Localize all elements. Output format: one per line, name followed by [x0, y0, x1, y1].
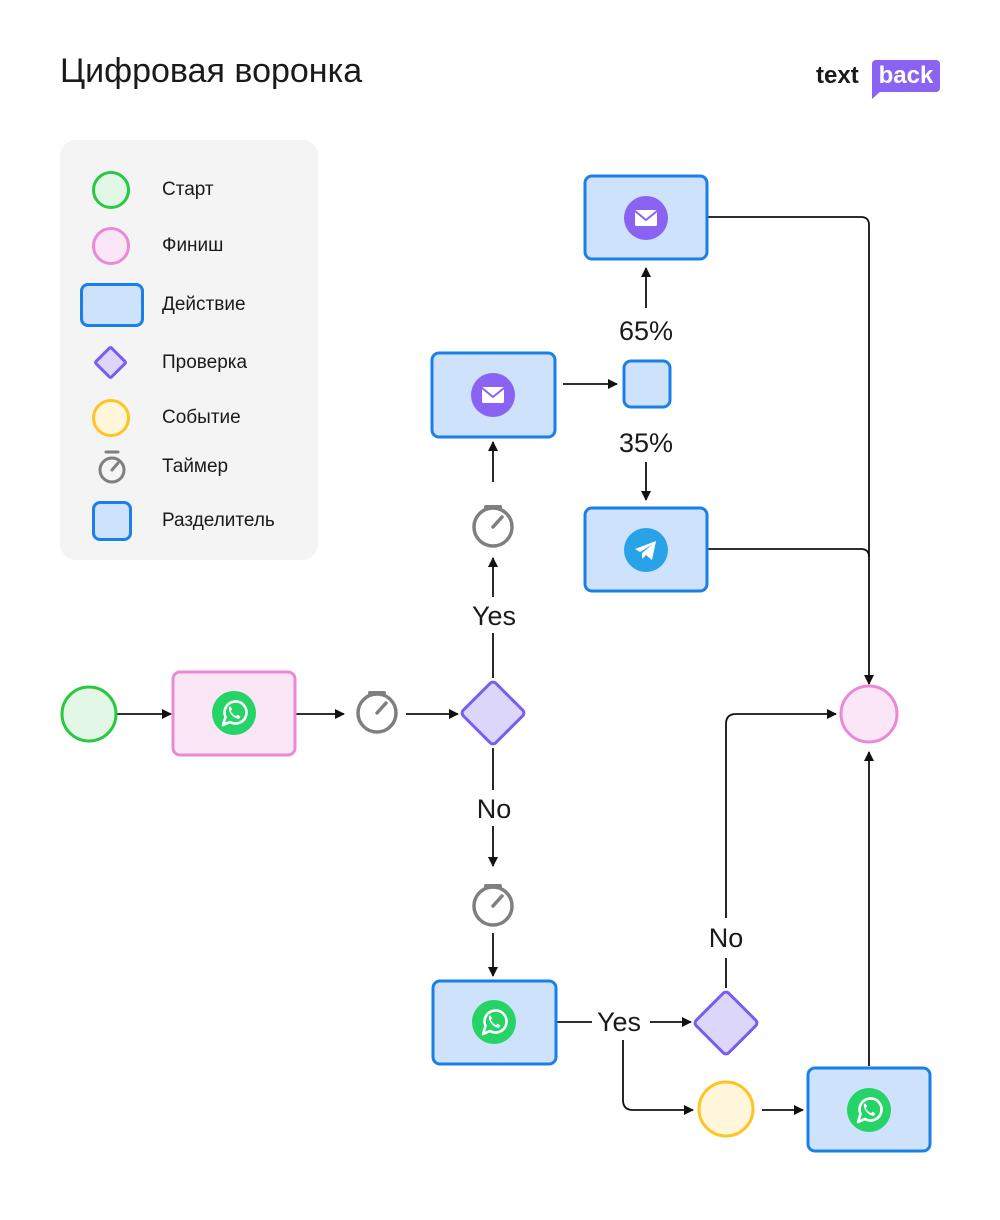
- legend-label: Разделитель: [162, 510, 275, 531]
- whatsapp-icon: [210, 689, 258, 737]
- timer-icon: [472, 884, 514, 927]
- email-icon: [470, 372, 516, 418]
- legend-item-start: Старт: [60, 170, 318, 210]
- finish-node: [839, 684, 899, 744]
- connector: [708, 548, 870, 558]
- logo-text: text: [816, 62, 859, 89]
- no-label: No: [477, 794, 512, 824]
- action-box-swatch: [80, 283, 144, 327]
- event-circle-swatch: [92, 399, 130, 437]
- split-percent-label: 65%: [619, 316, 673, 346]
- connectors: [117, 216, 874, 1115]
- legend-item-finish: Финиш: [60, 226, 318, 266]
- logo-accent-tail: [872, 90, 882, 99]
- legend-label: Финиш: [162, 235, 224, 256]
- connector: [622, 1040, 694, 1115]
- splitter-node: [622, 359, 672, 409]
- timer-icon: [356, 691, 398, 734]
- yes-label: Yes: [472, 601, 516, 631]
- legend-item-check: Проверка: [60, 343, 318, 383]
- email-icon: [623, 195, 669, 241]
- check-node-lower: [693, 990, 759, 1056]
- event-node: [697, 1080, 755, 1138]
- yes-label: Yes: [597, 1007, 641, 1037]
- page-title: Цифровая воронка: [60, 52, 363, 90]
- timer-icon: [472, 505, 514, 548]
- legend-label: Старт: [162, 179, 214, 200]
- timer-icon: [98, 450, 126, 484]
- check-node-upper: [460, 680, 526, 746]
- connector: [725, 709, 837, 918]
- telegram-icon: [624, 528, 668, 572]
- split-percent-label: 35%: [619, 428, 673, 458]
- connector: [708, 216, 874, 685]
- legend-label: Проверка: [162, 352, 248, 373]
- logo-accent: back: [872, 60, 940, 92]
- legend-item-event: Событие: [60, 398, 318, 438]
- whatsapp-icon: [845, 1086, 893, 1134]
- legend: Старт Финиш Действие Проверка Событие Та…: [60, 140, 318, 560]
- finish-circle-swatch: [92, 227, 130, 265]
- legend-label: Событие: [162, 407, 241, 428]
- legend-item-splitter: Разделитель: [60, 501, 318, 541]
- whatsapp-icon: [470, 998, 518, 1046]
- legend-label: Таймер: [162, 456, 229, 477]
- legend-label: Действие: [162, 294, 246, 315]
- start-circle-swatch: [92, 171, 130, 209]
- no-label: No: [709, 923, 744, 953]
- legend-item-timer: Таймер: [60, 447, 318, 487]
- splitter-box-swatch: [92, 501, 132, 541]
- start-node: [60, 685, 118, 743]
- legend-item-action: Действие: [60, 283, 318, 327]
